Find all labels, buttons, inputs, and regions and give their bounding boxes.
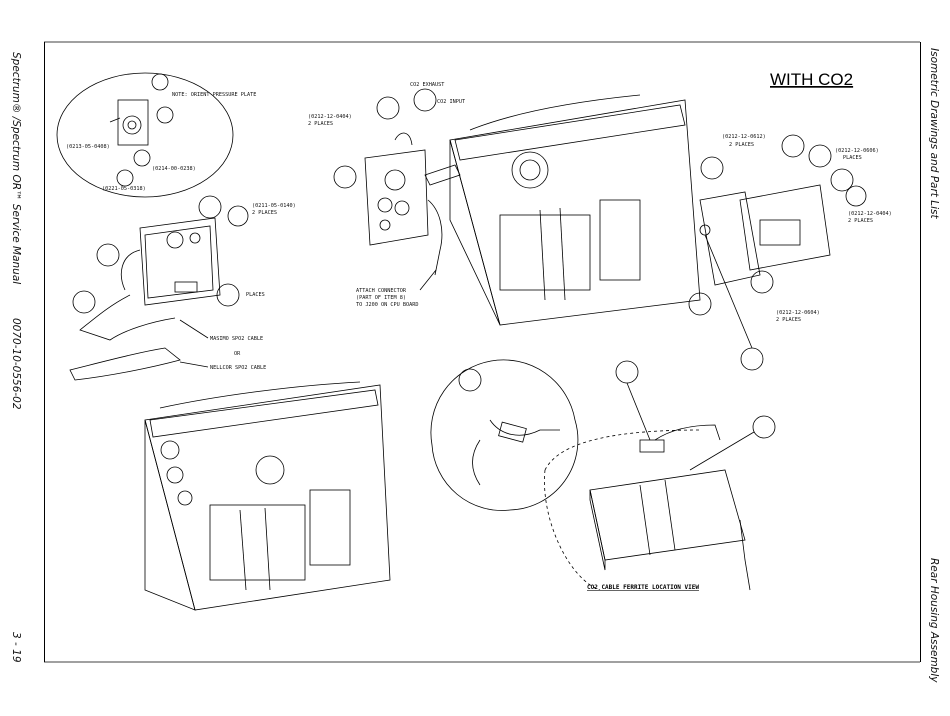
ferrite-view-caption: CO2 CABLE FERRITE LOCATION VIEW: [587, 584, 699, 591]
co2-input-port: [424, 164, 461, 186]
svg-text:(0212-12-0606): (0212-12-0606): [835, 148, 879, 154]
callout-bubble: [740, 347, 764, 371]
callout-bubble: [156, 106, 174, 124]
callout-bubble: [133, 149, 151, 167]
ferrite-core: [498, 421, 527, 443]
callout-bubble: [413, 88, 437, 112]
drawing-title: WITH CO2: [770, 70, 853, 89]
svg-text:(0212-12-0612): (0212-12-0612): [722, 134, 766, 140]
assembled-internal-frame: [209, 504, 306, 581]
co2-module-plate: [364, 149, 429, 246]
co2-exhaust-fitting: [394, 132, 413, 146]
svg-text:2 PLACES: 2 PLACES: [252, 210, 277, 216]
detail-bracket: [117, 99, 149, 146]
co2-cable: [489, 419, 560, 436]
callout-bubble: [808, 144, 832, 168]
masimo-cable: [79, 294, 176, 341]
svg-text:(0212-12-0604): (0212-12-0604): [776, 310, 820, 316]
svg-text:2 PLACES: 2 PLACES: [308, 121, 333, 127]
nellcor-cable: [69, 347, 181, 381]
callout-bubble: [333, 165, 357, 189]
callout-bubble: [750, 270, 774, 294]
svg-text:2 PLACES: 2 PLACES: [848, 218, 873, 224]
callout-bubble: [845, 185, 867, 207]
svg-text:(PART OF ITEM 8): (PART OF ITEM 8): [356, 295, 406, 301]
callout-bubble: [700, 156, 724, 180]
callout-bubble: [151, 73, 169, 91]
callout-bubble: [830, 168, 854, 192]
detail-knob: [122, 115, 142, 135]
svg-text:2 PLACES: 2 PLACES: [729, 142, 754, 148]
spo2-module-plate: [139, 217, 221, 306]
svg-text:CO2 INPUT: CO2 INPUT: [437, 99, 465, 105]
left-border-line: [44, 42, 45, 662]
svg-text:MASIMO SPO2 CABLE: MASIMO SPO2 CABLE: [210, 336, 263, 342]
callout-bubble: [458, 368, 482, 392]
svg-text:PLACES: PLACES: [246, 292, 265, 298]
housing-cutout: [511, 151, 549, 189]
assembled-housing: [144, 384, 391, 611]
svg-text:NELLCOR SPO2 CABLE: NELLCOR SPO2 CABLE: [210, 365, 266, 371]
right-border-line: [920, 42, 921, 662]
ferrite-view-core: [639, 439, 665, 453]
svg-text:(0214-00-0238): (0214-00-0238): [152, 166, 196, 172]
svg-text:CO2 EXHAUST: CO2 EXHAUST: [410, 82, 444, 88]
svg-text:(0212-12-0404): (0212-12-0404): [848, 211, 892, 217]
svg-text:(0211-05-0140): (0211-05-0140): [252, 203, 296, 209]
svg-text:PLACES: PLACES: [843, 155, 862, 161]
svg-text:TO J200 ON CPU BOARD: TO J200 ON CPU BOARD: [356, 302, 418, 308]
callout-bubble: [198, 195, 222, 219]
callout-bubble: [216, 283, 240, 307]
callout-bubble: [752, 415, 776, 439]
svg-text:2 PLACES: 2 PLACES: [776, 317, 801, 323]
callout-bubble: [72, 290, 96, 314]
cable-detail-circle: [430, 359, 579, 511]
callout-bubble: [688, 292, 712, 316]
svg-text:ATTACH CONNECTOR: ATTACH CONNECTOR: [356, 288, 407, 294]
co2-bracket: [699, 191, 761, 286]
callout-bubble: [781, 134, 805, 158]
svg-text:NOTE: ORIENT PRESSURE PLATE: NOTE: ORIENT PRESSURE PLATE: [172, 92, 256, 98]
callout-bubble: [227, 205, 249, 227]
svg-text:(0212-12-0404): (0212-12-0404): [308, 114, 352, 120]
svg-text:(0213-05-0408): (0213-05-0408): [66, 144, 110, 150]
callout-bubble: [376, 96, 400, 120]
callout-bubble: [116, 169, 134, 187]
ferrite-view-tray: [589, 469, 746, 561]
rear-housing-top: [449, 99, 701, 326]
ferrite-view-cable: [654, 424, 721, 441]
callout-bubble: [615, 360, 639, 384]
svg-text:OR: OR: [234, 351, 241, 357]
svg-text:(0221-05-0318): (0221-05-0318): [102, 186, 146, 192]
callout-bubble: [96, 243, 120, 267]
detail-ellipse: [56, 72, 234, 198]
